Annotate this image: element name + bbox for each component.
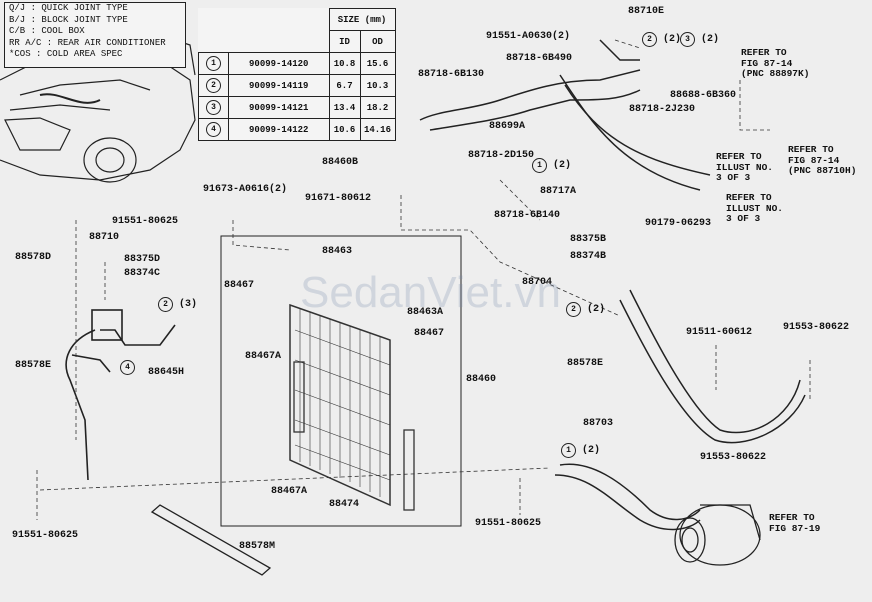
label-90179-06293: 90179-06293 (645, 218, 712, 229)
col-od: OD (359, 30, 396, 53)
callout-2b: 2 (3) (158, 297, 197, 312)
label-88374c: 88374C (124, 268, 161, 279)
label-91551-80625-b: 91551-80625 (12, 530, 79, 541)
label-91551-80625: 91551-80625 (112, 216, 179, 227)
legend-row: B/J : BLOCK JOINT TYPE (9, 14, 128, 25)
refer-note: REFER TO ILLUST NO. 3 OF 3 (726, 192, 784, 224)
legend-row: RR A/C : REAR AIR CONDITIONER (9, 37, 166, 48)
label-88578e-b: 88578E (567, 358, 604, 369)
condenser-frame (220, 235, 462, 527)
callout-2c: 2 (2) (566, 302, 605, 317)
compressor (674, 504, 761, 566)
label-88704: 88704 (522, 277, 553, 288)
callout-1: 1 (2) (532, 158, 571, 173)
vehicle-sketch (0, 39, 196, 183)
label-88467: 88467 (224, 280, 255, 291)
legend-row: *COS : COLD AREA SPEC (9, 49, 123, 59)
label-91553-80622: 91553-80622 (783, 322, 850, 333)
col-id: ID (328, 30, 361, 53)
callout-4: 4 (120, 360, 135, 375)
tube-88710 (65, 309, 176, 481)
label-88718-2j230: 88718-2J230 (629, 104, 696, 115)
label-88710e: 88710E (628, 6, 665, 17)
label-88699a: 88699A (489, 121, 526, 132)
label-88474: 88474 (329, 499, 360, 510)
bracket-88578m (150, 504, 272, 576)
watermark: SedanViet.vn (300, 268, 561, 317)
label-88578m: 88578M (239, 541, 276, 552)
label-88460b: 88460B (322, 157, 359, 168)
label-88645h: 88645H (148, 367, 185, 378)
callout-2: 2 (2) (642, 32, 681, 47)
label-88717a: 88717A (540, 186, 577, 197)
label-88718-6b140: 88718-6B140 (494, 210, 561, 221)
label-91551-a0630: 91551-A0630(2) (486, 31, 571, 42)
label-91551-80625-c: 91551-80625 (475, 518, 542, 529)
label-91553-80622-b: 91553-80622 (700, 452, 767, 463)
label-88718-6b130: 88718-6B130 (418, 69, 485, 80)
label-88703: 88703 (583, 418, 614, 429)
label-88467a-b: 88467A (271, 486, 308, 497)
refer-note: REFER TO FIG 87-14 (PNC 88897K) (741, 47, 810, 79)
label-88688-6b360: 88688-6B360 (670, 90, 737, 101)
label-88374b: 88374B (570, 251, 607, 262)
size-title: SIZE (mm) (328, 8, 396, 31)
legend-box: Q/J : QUICK JOINT TYPE B/J : BLOCK JOINT… (4, 2, 186, 68)
label-91671-80612: 91671-80612 (305, 193, 372, 204)
legend-row: Q/J : QUICK JOINT TYPE (9, 3, 128, 13)
leader-lines (36, 39, 811, 520)
refer-note: REFER TO FIG 87-19 (769, 512, 821, 534)
label-88578e: 88578E (15, 360, 52, 371)
label-88463: 88463 (322, 246, 353, 257)
callout-3: 3 (2) (680, 32, 719, 47)
label-88463a: 88463A (407, 307, 444, 318)
label-91511-60612: 91511-60612 (686, 327, 753, 338)
label-88467-b: 88467 (414, 328, 445, 339)
refer-note: REFER TO FIG 87-14 (PNC 88710H) (788, 144, 857, 176)
refer-note: REFER TO ILLUST NO. 3 OF 3 (716, 151, 774, 183)
label-88375d: 88375D (124, 254, 161, 265)
callout-1b: 1 (2) (561, 443, 600, 458)
label-88578d: 88578D (15, 252, 52, 263)
legend-row: C/B : COOL BOX (9, 26, 85, 36)
label-88467a: 88467A (245, 351, 282, 362)
label-88718-2d150: 88718-2D150 (468, 150, 535, 161)
condenser (289, 303, 415, 511)
label-88718-6b490: 88718-6B490 (506, 53, 573, 64)
label-88460: 88460 (466, 374, 497, 385)
label-88710: 88710 (89, 232, 120, 243)
label-91673-a0616: 91673-A0616(2) (203, 184, 288, 195)
label-88375b: 88375B (570, 234, 607, 245)
hose-88703 (554, 289, 806, 531)
tube-88710e (419, 39, 711, 191)
